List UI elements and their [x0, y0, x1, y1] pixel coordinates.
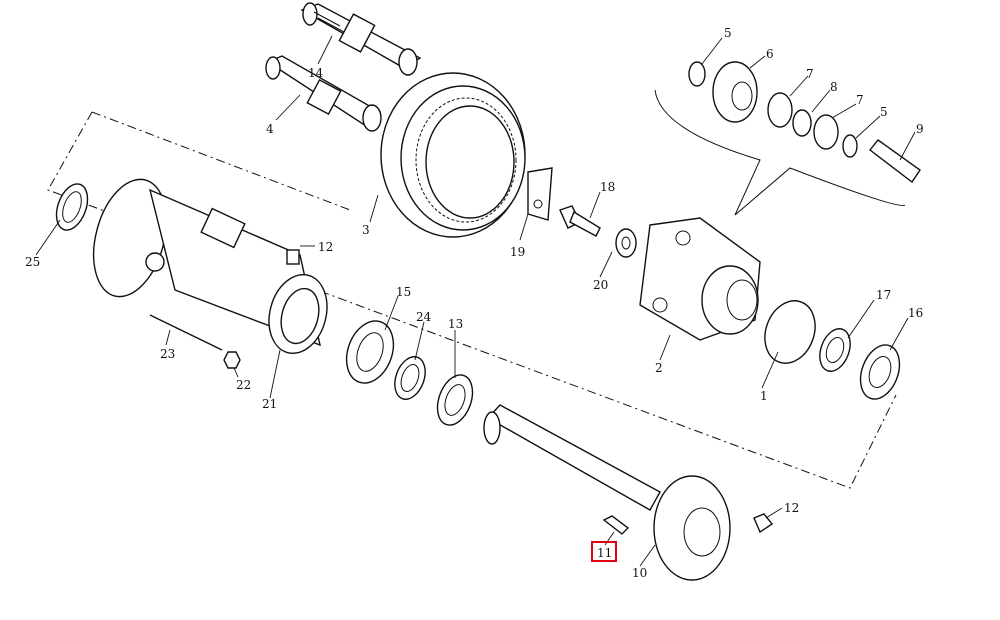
callout-5-top: 5 [724, 26, 732, 40]
part-seal-13 [436, 374, 474, 426]
callout-10: 10 [632, 566, 647, 580]
callout-15: 15 [396, 285, 411, 299]
part-ring-gear [380, 72, 526, 238]
part-bearing-15 [345, 320, 395, 384]
callout-7-right: 7 [856, 93, 864, 107]
part-lower-shaft [265, 55, 382, 132]
part-washer-20 [615, 228, 637, 258]
callout-3: 3 [362, 223, 370, 237]
callout-14: 14 [308, 66, 324, 80]
callout-20: 20 [593, 278, 608, 292]
part-grease-fitting-top [286, 249, 300, 265]
detail-parts [688, 61, 921, 184]
callout-13: 13 [448, 317, 463, 331]
assembly-outline-top [91, 111, 351, 211]
part-bearing-16 [859, 344, 901, 400]
assembly-outline [47, 111, 897, 489]
part-nut [223, 351, 241, 369]
leader-lines [35, 35, 916, 567]
callout-labels: 1 2 3 4 5 5 6 7 7 8 9 10 11 12 12 13 14 … [25, 26, 924, 580]
callout-2: 2 [655, 361, 663, 375]
callout-11-highlight: 11 [591, 541, 617, 562]
callout-18: 18 [600, 180, 615, 194]
callout-8: 8 [830, 80, 838, 94]
callout-19: 19 [510, 245, 525, 259]
callout-11: 11 [597, 546, 612, 560]
part-upper-shaft [300, 2, 422, 76]
part-lock-plate [527, 167, 553, 221]
callout-22: 22 [236, 378, 251, 392]
callout-4: 4 [266, 122, 274, 136]
callout-6: 6 [766, 47, 774, 61]
callout-16: 16 [908, 306, 923, 320]
callout-25: 25 [25, 255, 40, 269]
callout-5-right: 5 [880, 105, 888, 119]
callout-24: 24 [416, 310, 432, 324]
detail-callout-boundary [654, 89, 906, 216]
part-grease-fitting-bottom [753, 513, 774, 534]
callout-1: 1 [760, 389, 768, 403]
part-ring-24 [394, 356, 426, 400]
part-stud [149, 314, 223, 351]
part-snap-ring [764, 300, 816, 364]
callout-9: 9 [916, 122, 924, 136]
part-housing [92, 178, 328, 355]
part-ring-17 [819, 328, 851, 372]
part-axle-shaft [483, 404, 731, 581]
callout-7-left: 7 [806, 67, 814, 81]
callout-12-top: 12 [318, 240, 333, 254]
callout-17: 17 [876, 288, 891, 302]
callout-21: 21 [262, 397, 277, 411]
part-bolt [559, 205, 601, 237]
part-seal-25 [55, 183, 89, 231]
part-bolt-11 [602, 515, 630, 535]
part-carrier [639, 217, 761, 341]
callout-12-bottom: 12 [784, 501, 799, 515]
callout-23: 23 [160, 347, 175, 361]
